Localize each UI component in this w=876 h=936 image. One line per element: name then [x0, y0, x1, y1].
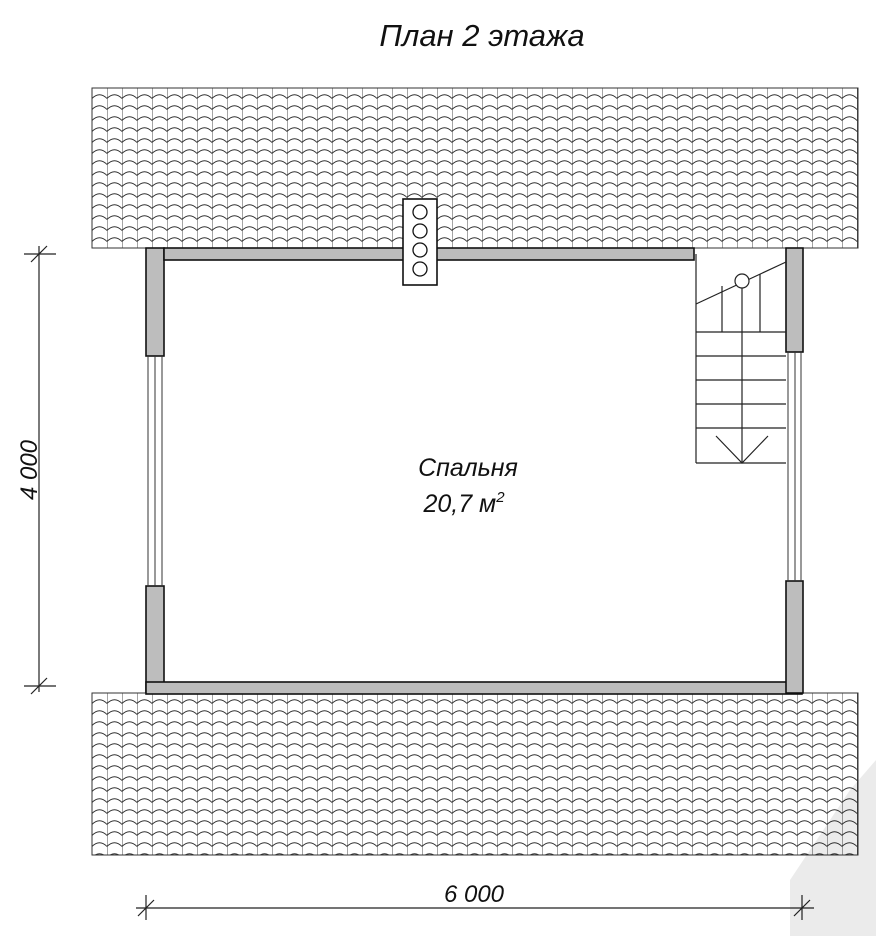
area-superscript: 2: [495, 489, 505, 506]
chimney: [402, 198, 438, 286]
dimension-depth: [24, 245, 56, 695]
watermark-logo: [790, 760, 876, 936]
staircase: [695, 254, 787, 464]
window-right: [787, 352, 802, 581]
room-area: 20,7 м2: [422, 489, 505, 518]
roof-top: [91, 87, 859, 249]
plan-title: План 2 этажа: [379, 18, 584, 53]
room-name: Спальня: [418, 454, 518, 482]
dimension-depth-label: 4 000: [16, 439, 43, 500]
walls: [145, 247, 804, 695]
dimension-width-label: 6 000: [444, 881, 505, 908]
window-left: [147, 356, 163, 586]
dimension-width: [136, 895, 814, 920]
roof-bottom: [91, 692, 859, 856]
